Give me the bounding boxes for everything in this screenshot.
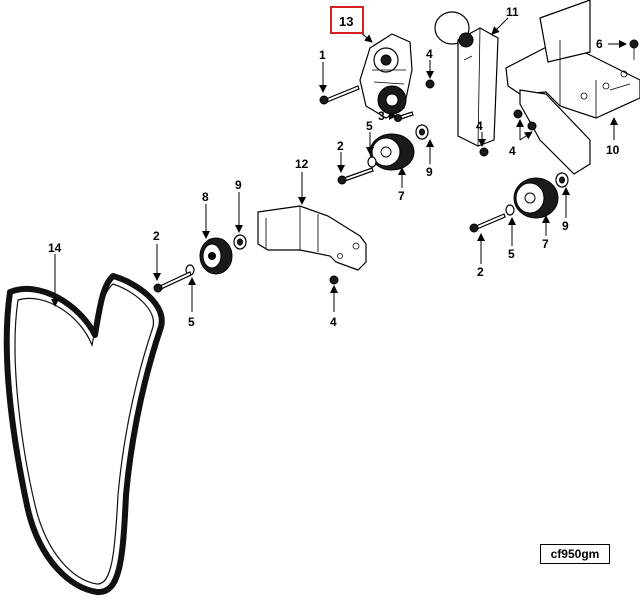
idler-pulley-right (513, 177, 559, 219)
bolt-2-left (153, 271, 192, 293)
idler-bracket (257, 205, 367, 271)
bolt-4-top (425, 79, 435, 89)
drawing-code-label: cf950gm (540, 544, 610, 564)
bolt-4-lower (329, 275, 339, 285)
callout-2-right: 2 (477, 265, 484, 279)
callout-4-top: 4 (426, 47, 433, 61)
callout-1: 1 (319, 48, 326, 62)
callout-13: 13 (339, 14, 353, 29)
bolt-1 (319, 85, 360, 105)
callout-5-upper: 5 (366, 119, 373, 133)
mounting-bracket (505, 0, 640, 175)
callout-12: 12 (295, 157, 309, 171)
callout-7-right: 7 (542, 237, 549, 251)
callout-14: 14 (48, 241, 62, 255)
callout-3: 3 (378, 109, 385, 123)
leader-lines (51, 17, 627, 312)
callout-11: 11 (506, 5, 519, 19)
callout-8: 8 (202, 190, 209, 204)
callout-2-left: 2 (153, 229, 160, 243)
callout-5-left: 5 (188, 315, 195, 329)
callout-5-right: 5 (508, 247, 515, 261)
callout-2-upper: 2 (337, 139, 344, 153)
spacer-left (233, 234, 247, 250)
drive-belt (3, 273, 165, 596)
washer-right (505, 204, 515, 216)
idler-pulley-upper (369, 133, 415, 171)
callout-4-bracket: 4 (509, 144, 516, 158)
bolt-2-upper (337, 167, 374, 185)
bolt-6 (629, 39, 639, 60)
callout-13-highlight-box (330, 6, 364, 34)
spacer-right (555, 172, 569, 188)
spacer-upper (415, 124, 429, 140)
callout-9-upper: 9 (426, 165, 433, 179)
bolt-4-arm (479, 147, 489, 157)
callout-6: 6 (596, 37, 603, 51)
bolt-2-right (469, 213, 506, 233)
callout-4-arm: 4 (476, 119, 483, 133)
grooved-pulley (199, 237, 233, 275)
belt-tensioner-assembly (359, 33, 413, 119)
tensioner-arm (434, 11, 499, 147)
bolt-4-bracket (513, 109, 537, 131)
washer-upper (367, 156, 377, 168)
callout-9-right: 9 (562, 219, 569, 233)
callout-10: 10 (606, 143, 620, 157)
callout-4-lower: 4 (330, 315, 337, 329)
callout-9-left: 9 (235, 178, 242, 192)
callout-7-upper: 7 (398, 189, 405, 203)
